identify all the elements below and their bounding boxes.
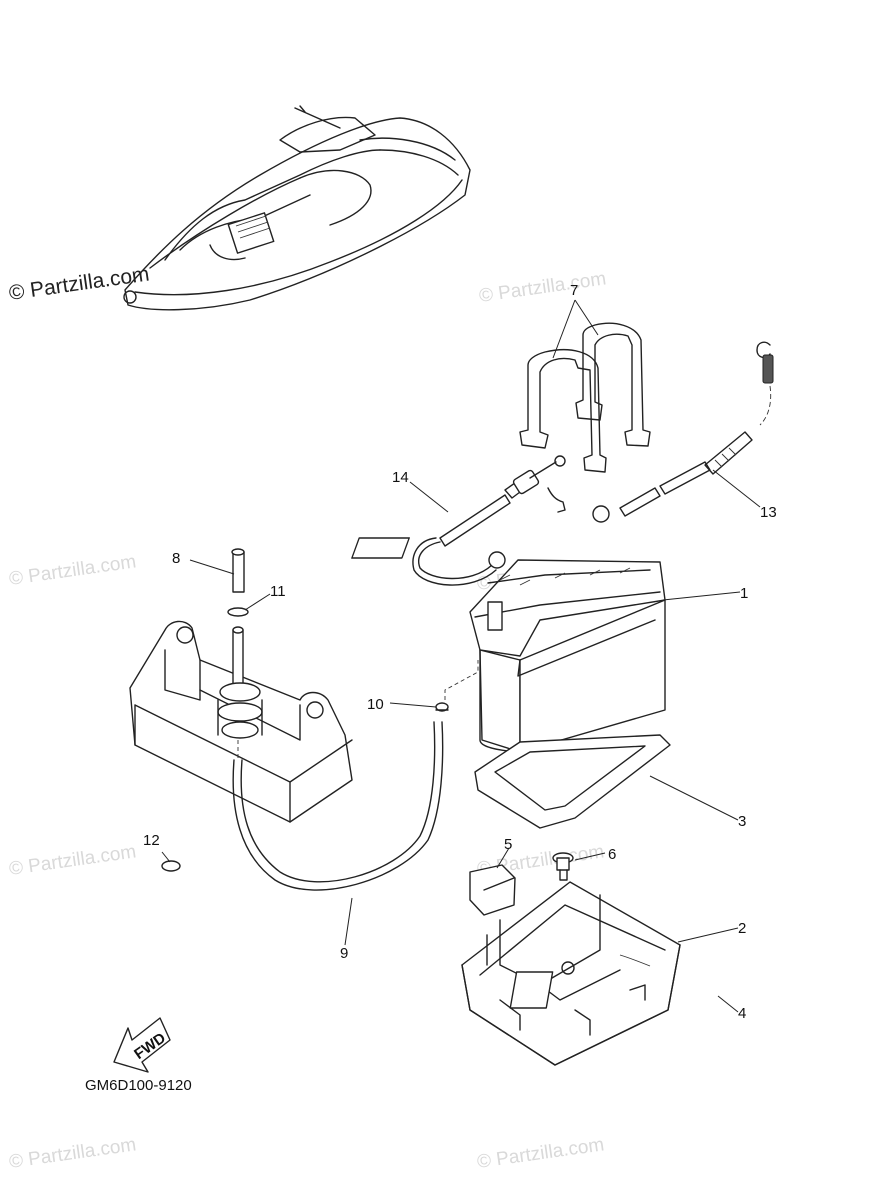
callout-9: 9 — [340, 945, 348, 962]
clip — [469, 864, 516, 916]
watermark-text: © Partzilla.com — [478, 268, 608, 307]
callout-5: 5 — [504, 836, 512, 853]
watercraft-overview — [123, 105, 471, 311]
watermark-text: © Partzilla.com — [8, 841, 138, 880]
battery-bands — [519, 322, 651, 473]
callout-8: 8 — [172, 550, 180, 567]
leader-lines — [161, 299, 761, 1013]
bolt — [552, 852, 574, 881]
callout-4: 4 — [738, 1005, 746, 1022]
callout-12: 12 — [143, 832, 160, 849]
hose-fitting — [435, 660, 479, 712]
watermark-text: © Partzilla.com — [8, 1134, 138, 1173]
box-pad — [509, 971, 554, 1009]
battery-box — [461, 881, 681, 1066]
watermark-text: © Partzilla.com — [8, 551, 138, 590]
callout-11: 11 — [270, 583, 286, 600]
callout-6: 6 — [608, 846, 616, 863]
vent-pipe — [231, 548, 245, 593]
small-clamp — [161, 860, 181, 872]
watermark-text: © Partzilla.com — [476, 1134, 606, 1173]
holder-bracket — [129, 620, 353, 823]
callout-3: 3 — [738, 813, 746, 830]
battery — [351, 537, 666, 753]
callout-2: 2 — [738, 920, 746, 937]
hose-clamp — [227, 607, 249, 617]
breather-hose — [232, 721, 444, 891]
diagram-code: GM6D100-9120 — [85, 1077, 192, 1094]
callout-1: 1 — [740, 585, 748, 602]
callout-10: 10 — [367, 696, 384, 713]
negative-cable — [592, 341, 774, 523]
callout-14: 14 — [392, 469, 409, 486]
callout-13: 13 — [760, 504, 777, 521]
fwd-arrow-icon: FWD — [113, 1017, 171, 1073]
positive-cable — [412, 455, 566, 586]
callout-7: 7 — [570, 282, 578, 299]
watermark-primary: © Partzilla.com — [7, 262, 150, 304]
battery-pad — [474, 734, 671, 829]
